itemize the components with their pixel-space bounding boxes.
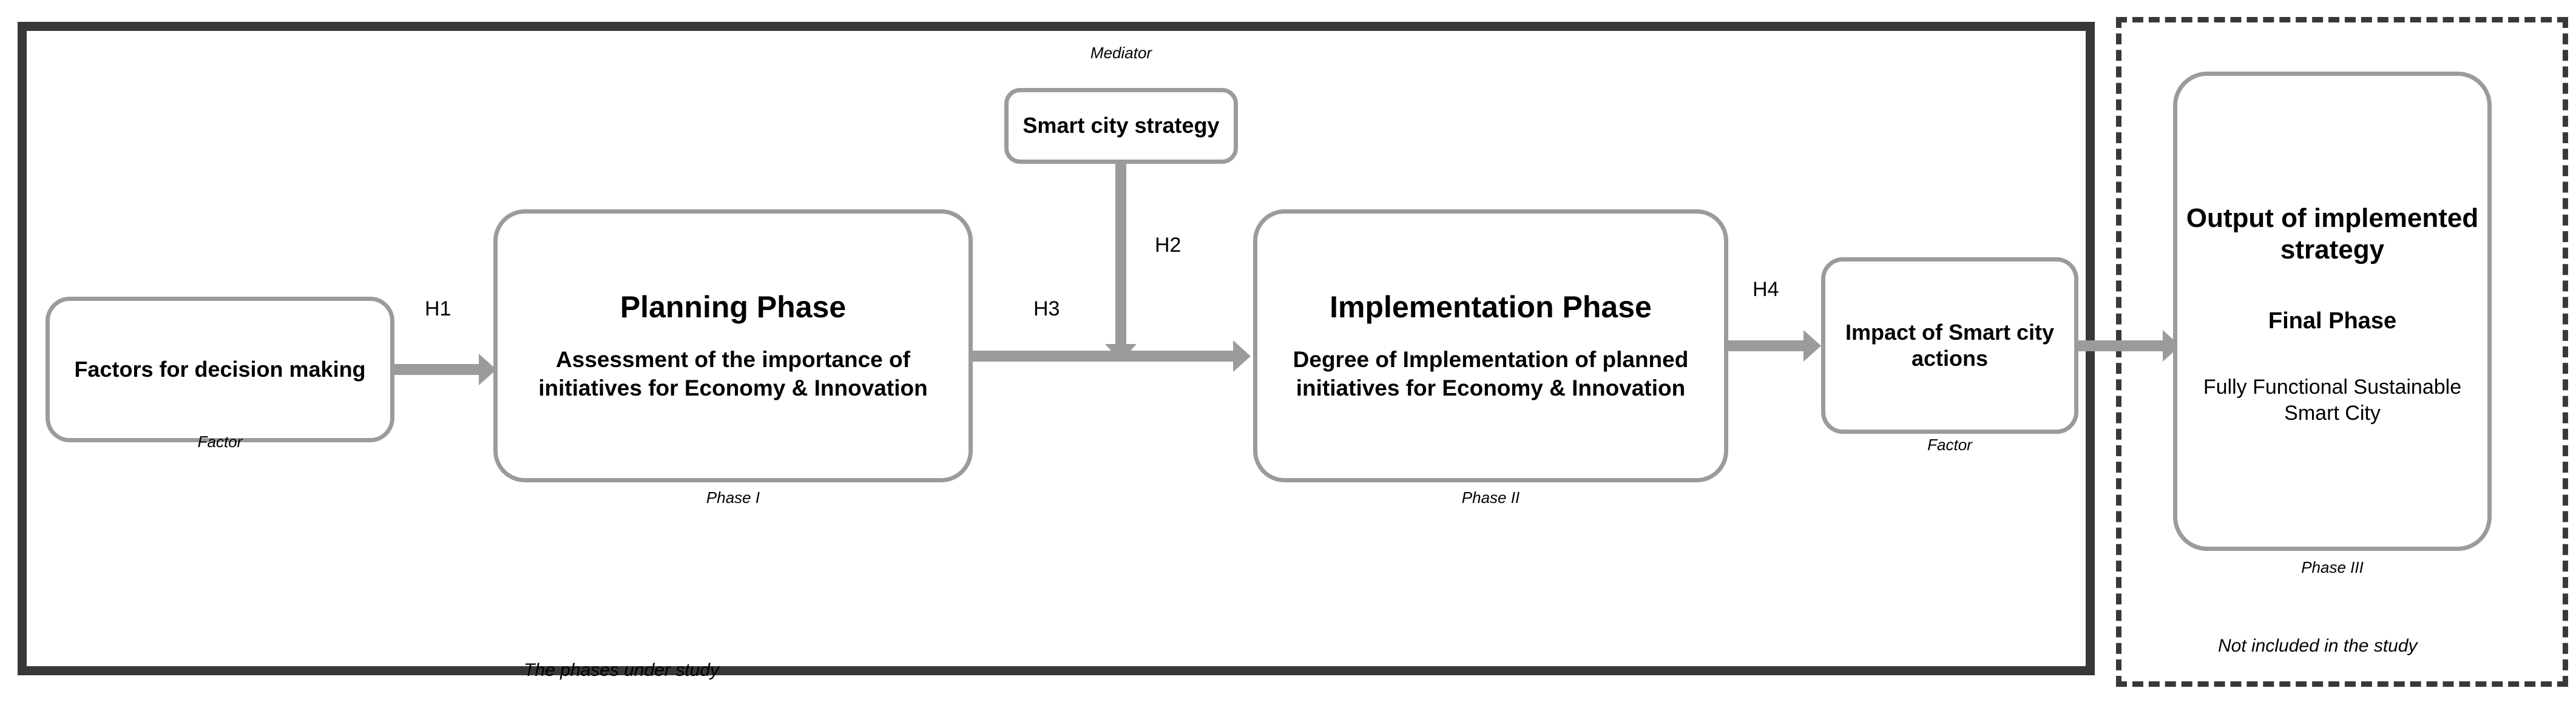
note-phases-under-study: The phases under study (524, 660, 719, 680)
node-impact-of-smart-city-actions[interactable]: Impact of Smart city actions (1821, 257, 2078, 434)
not-included-panel (2116, 17, 2568, 687)
arrow-impact-to-output (2072, 330, 2180, 362)
node-planning-body: Assessment of the importance of initiati… (538, 346, 928, 400)
hypothesis-label-h4: H4 (1753, 278, 1779, 301)
caption-phase-iii: Phase III (2301, 558, 2364, 576)
arrow-implementation-to-impact (1722, 330, 1821, 362)
arrow-head-icon (1105, 344, 1137, 362)
caption-phase-i: Phase I (706, 488, 760, 507)
node-impact-title: Impact of Smart city actions (1845, 320, 2055, 371)
node-output-subtitle: Final Phase (2268, 308, 2397, 334)
node-implementation-title: Implementation Phase (1330, 289, 1652, 324)
caption-phase-ii: Phase II (1461, 488, 1520, 507)
node-factors-for-decision-making[interactable]: Factors for decision making (46, 297, 394, 442)
hypothesis-label-h2: H2 (1155, 234, 1182, 257)
caption-factor-right: Factor (1927, 436, 1972, 454)
node-planning-phase[interactable]: Planning Phase Assessment of the importa… (493, 209, 973, 482)
note-not-included-in-study: Not included in the study (2218, 636, 2418, 656)
node-implementation-body: Degree of Implementation of planned init… (1293, 346, 1689, 400)
node-output-of-implemented-strategy[interactable]: Output of implemented strategy Final Pha… (2173, 72, 2492, 551)
caption-mediator: Mediator (1090, 44, 1152, 62)
node-smart-city-strategy[interactable]: Smart city strategy (1004, 88, 1238, 164)
node-implementation-phase[interactable]: Implementation Phase Degree of Implement… (1253, 209, 1728, 482)
hypothesis-label-h3: H3 (1033, 297, 1060, 320)
hypothesis-label-h1: H1 (425, 297, 451, 320)
caption-factor-left: Factor (197, 433, 243, 451)
node-mediator-title: Smart city strategy (1023, 113, 1220, 138)
arrow-head-icon (1804, 330, 1821, 362)
node-planning-title: Planning Phase (620, 289, 847, 324)
node-output-body: Fully Functional Sustainable Smart City (2203, 375, 2462, 425)
arrow-mediator-to-implementation (1105, 163, 1137, 362)
arrow-planning-to-implementation (967, 340, 1251, 372)
node-output-title: Output of implemented strategy (2186, 203, 2479, 265)
arrow-head-icon (1233, 340, 1251, 372)
node-factors-title: Factors for decision making (74, 356, 366, 382)
arrow-factors-to-planning (388, 354, 496, 385)
